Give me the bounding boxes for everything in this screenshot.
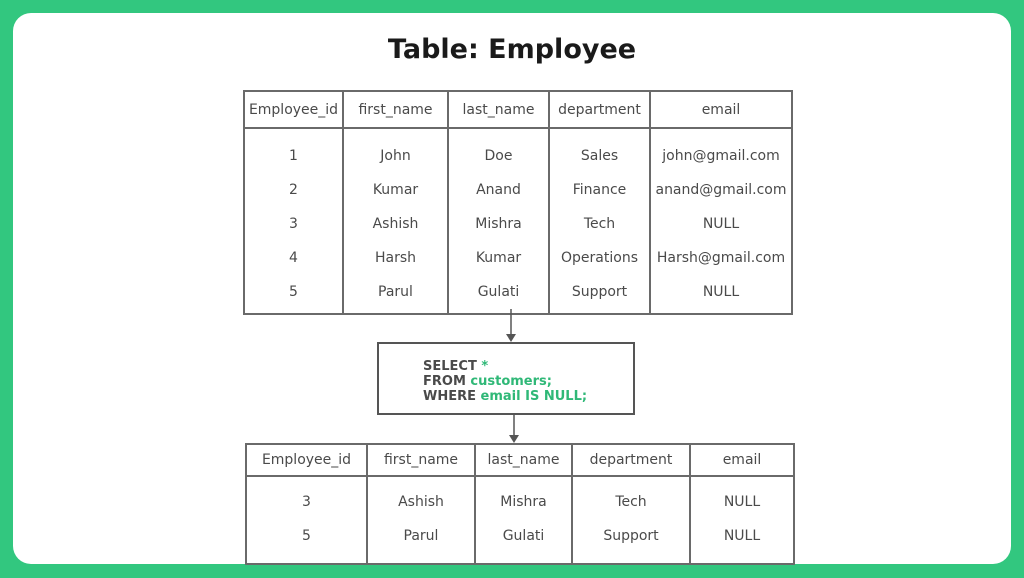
table-cell: 3	[243, 207, 344, 241]
column-header: email	[689, 443, 795, 477]
sql-value: email	[480, 389, 521, 404]
table-cell: Support	[571, 519, 691, 565]
table-cell: john@gmail.com	[649, 128, 793, 173]
table-row: 4 Harsh Kumar Operations Harsh@gmail.com	[243, 241, 793, 275]
column-header: department	[548, 90, 651, 129]
table-cell: 1	[243, 128, 344, 173]
table-cell: Gulati	[447, 275, 550, 315]
table-cell: Mishra	[474, 476, 573, 519]
table-cell: NULL	[689, 476, 795, 519]
table-row: 1 John Doe Sales john@gmail.com	[243, 128, 793, 173]
sql-keyword: WHERE	[423, 389, 476, 404]
table-cell: Anand	[447, 173, 550, 207]
table-cell: anand@gmail.com	[649, 173, 793, 207]
table-cell: 5	[245, 519, 368, 565]
sql-value: customers;	[470, 374, 552, 389]
table-cell: Operations	[548, 241, 651, 275]
column-header: Employee_id	[245, 443, 368, 477]
sql-keyword: SELECT	[423, 359, 477, 374]
result-table: Employee_id first_name last_name departm…	[245, 443, 795, 565]
table-cell: Ashish	[366, 476, 476, 519]
column-header: Employee_id	[243, 90, 344, 129]
table-row: 3 Ashish Mishra Tech NULL	[243, 207, 793, 241]
table-cell: 5	[243, 275, 344, 315]
table-cell: Tech	[571, 476, 691, 519]
sql-keyword: FROM	[423, 374, 466, 389]
query-line: SELECT *	[423, 359, 587, 374]
table-cell: Parul	[366, 519, 476, 565]
table-cell: Ashish	[342, 207, 449, 241]
table-cell: John	[342, 128, 449, 173]
table-cell: Doe	[447, 128, 550, 173]
page-title: Table: Employee	[387, 34, 637, 65]
table-cell: Mishra	[447, 207, 550, 241]
column-header: department	[571, 443, 691, 477]
table-header-row: Employee_id first_name last_name departm…	[243, 90, 793, 129]
table-cell: Support	[548, 275, 651, 315]
table-cell: Finance	[548, 173, 651, 207]
table-row: 2 Kumar Anand Finance anand@gmail.com	[243, 173, 793, 207]
table-cell: NULL	[649, 207, 793, 241]
table-cell: Kumar	[342, 173, 449, 207]
column-header: first_name	[342, 90, 449, 129]
table-cell: Gulati	[474, 519, 573, 565]
sql-value: *	[481, 359, 489, 374]
table-cell: Sales	[548, 128, 651, 173]
sql-query-box: SELECT * FROM customers; WHERE email IS …	[377, 342, 635, 415]
column-header: last_name	[474, 443, 573, 477]
table-cell: 3	[245, 476, 368, 519]
table-cell: NULL	[689, 519, 795, 565]
column-header: first_name	[366, 443, 476, 477]
table-cell: Tech	[548, 207, 651, 241]
table-row: 5 Parul Gulati Support NULL	[243, 275, 793, 315]
query-line: FROM customers;	[423, 374, 587, 389]
table-cell: Parul	[342, 275, 449, 315]
arrow-down-icon	[506, 309, 516, 342]
table-cell: Kumar	[447, 241, 550, 275]
column-header: last_name	[447, 90, 550, 129]
table-row: 5 Parul Gulati Support NULL	[245, 519, 795, 565]
column-header: email	[649, 90, 793, 129]
sql-value: IS NULL;	[525, 389, 588, 404]
table-header-row: Employee_id first_name last_name departm…	[245, 443, 795, 477]
table-cell: Harsh	[342, 241, 449, 275]
query-line: WHERE email IS NULL;	[423, 389, 587, 404]
table-cell: 2	[243, 173, 344, 207]
table-cell: 4	[243, 241, 344, 275]
arrow-down-icon	[509, 413, 519, 443]
table-cell: NULL	[649, 275, 793, 315]
table-row: 3 Ashish Mishra Tech NULL	[245, 476, 795, 519]
table-cell: Harsh@gmail.com	[649, 241, 793, 275]
employee-table: Employee_id first_name last_name departm…	[243, 90, 793, 315]
